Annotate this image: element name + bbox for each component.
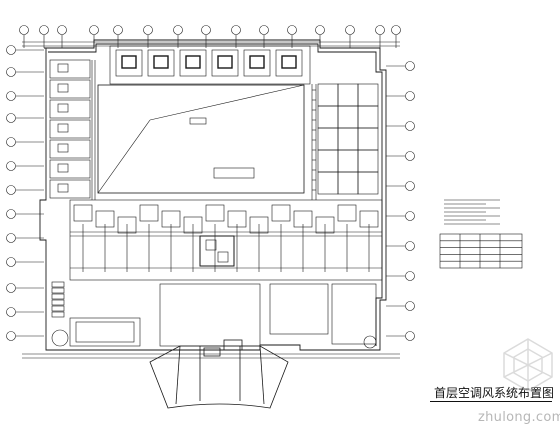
left-grid-axes	[6, 45, 44, 341]
grid-bubble	[405, 61, 415, 71]
grid-bubble	[19, 25, 29, 35]
grid-bubble	[375, 25, 385, 35]
grid-bubble	[405, 151, 415, 161]
grid-bubble	[6, 45, 16, 55]
central-atrium	[97, 84, 305, 194]
mechanical-band	[69, 199, 383, 281]
grid-bubble	[201, 25, 211, 35]
grid-bubble	[287, 25, 297, 35]
watermark-logo-icon	[503, 338, 553, 392]
watermark-text: zhulong.com	[478, 410, 560, 425]
grid-bubble	[315, 25, 325, 35]
building-outline	[39, 39, 387, 351]
grid-bubble	[143, 25, 153, 35]
grid-bubble	[231, 25, 241, 35]
grid-bubble	[6, 209, 16, 219]
grid-bubble	[405, 301, 415, 311]
top-grid-axes	[19, 25, 401, 48]
grid-bubble	[391, 25, 401, 35]
grid-bubble	[6, 137, 16, 147]
drawing-title: 首层空调风系统布置图	[434, 386, 555, 400]
right-room-grid	[311, 83, 379, 200]
title-underline	[430, 401, 552, 402]
top-room-row	[109, 45, 311, 85]
grid-bubble	[405, 121, 415, 131]
grid-bubble	[405, 331, 415, 341]
grid-bubble	[6, 307, 16, 317]
grid-bubble	[6, 113, 16, 123]
grid-bubble	[6, 257, 16, 267]
legend-table	[439, 199, 523, 269]
grid-bubble	[6, 185, 16, 195]
lower-zone	[51, 281, 377, 349]
grid-bubble	[113, 25, 123, 35]
grid-bubble	[405, 241, 415, 251]
grid-bubble	[259, 25, 269, 35]
left-zone	[49, 59, 96, 200]
grid-bubble	[405, 181, 415, 191]
bottom-dimension	[22, 353, 400, 359]
grid-bubble	[345, 25, 355, 35]
grid-bubble	[6, 161, 16, 171]
grid-bubble	[173, 25, 183, 35]
grid-bubble	[89, 25, 99, 35]
right-grid-axes	[386, 61, 415, 341]
grid-bubble	[405, 91, 415, 101]
grid-bubble	[57, 25, 67, 35]
grid-bubble	[405, 271, 415, 281]
grid-bubble	[6, 283, 16, 293]
grid-bubble	[405, 211, 415, 221]
grid-bubble	[6, 91, 16, 101]
grid-bubble	[6, 233, 16, 243]
grid-bubble	[6, 331, 16, 341]
grid-bubble	[6, 67, 16, 77]
entrance-canopy	[149, 339, 289, 409]
grid-bubble	[39, 25, 49, 35]
